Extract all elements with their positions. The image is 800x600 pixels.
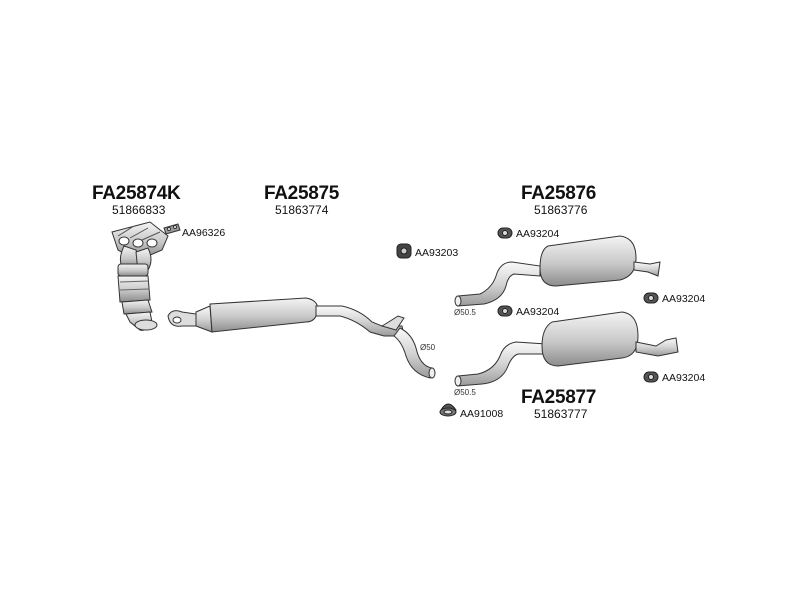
accessory-label-gasket-manifold: AA96326: [182, 227, 226, 239]
part-code-rear-upper: FA25876: [521, 183, 597, 204]
rear-silencer-lower-part[interactable]: [454, 311, 679, 387]
ring-gasket-part[interactable]: [439, 403, 457, 417]
oem-number-middle: 51863774: [275, 203, 329, 217]
hanger-icon-3[interactable]: [497, 305, 513, 317]
hanger-icon-2[interactable]: [643, 292, 659, 304]
part-code-rear-lower: FA25877: [521, 387, 597, 408]
diameter-label-mid-pipe: Ø50: [420, 343, 436, 352]
hanger-icon-1[interactable]: [497, 227, 513, 239]
part-code-middle: FA25875: [264, 183, 340, 204]
oem-number-manifold: 51866833: [112, 203, 166, 217]
accessory-label-gasket-bottom: AA91008: [460, 408, 504, 420]
oem-number-rear-lower: 51863777: [534, 407, 588, 421]
hanger-icon-4[interactable]: [643, 371, 659, 383]
diameter-label-rear-upper: Ø50.5: [454, 308, 476, 317]
accessory-label-clamp: AA93203: [415, 247, 459, 259]
oem-number-rear-upper: 51863776: [534, 203, 588, 217]
accessory-label-hanger-2: AA93204: [662, 293, 706, 305]
clamp-part[interactable]: [396, 243, 412, 259]
part-code-manifold: FA25874K: [92, 183, 181, 204]
rear-silencer-upper-part[interactable]: [454, 235, 661, 307]
middle-pipe-part[interactable]: [167, 297, 436, 379]
accessory-label-hanger-4: AA93204: [662, 372, 706, 384]
accessory-label-hanger-1: AA93204: [516, 228, 560, 240]
manifold-catalyst-part[interactable]: [111, 221, 169, 331]
diameter-label-rear-lower: Ø50.5: [454, 388, 476, 397]
accessory-label-hanger-3: AA93204: [516, 306, 560, 318]
manifold-gasket-part[interactable]: [163, 223, 181, 235]
